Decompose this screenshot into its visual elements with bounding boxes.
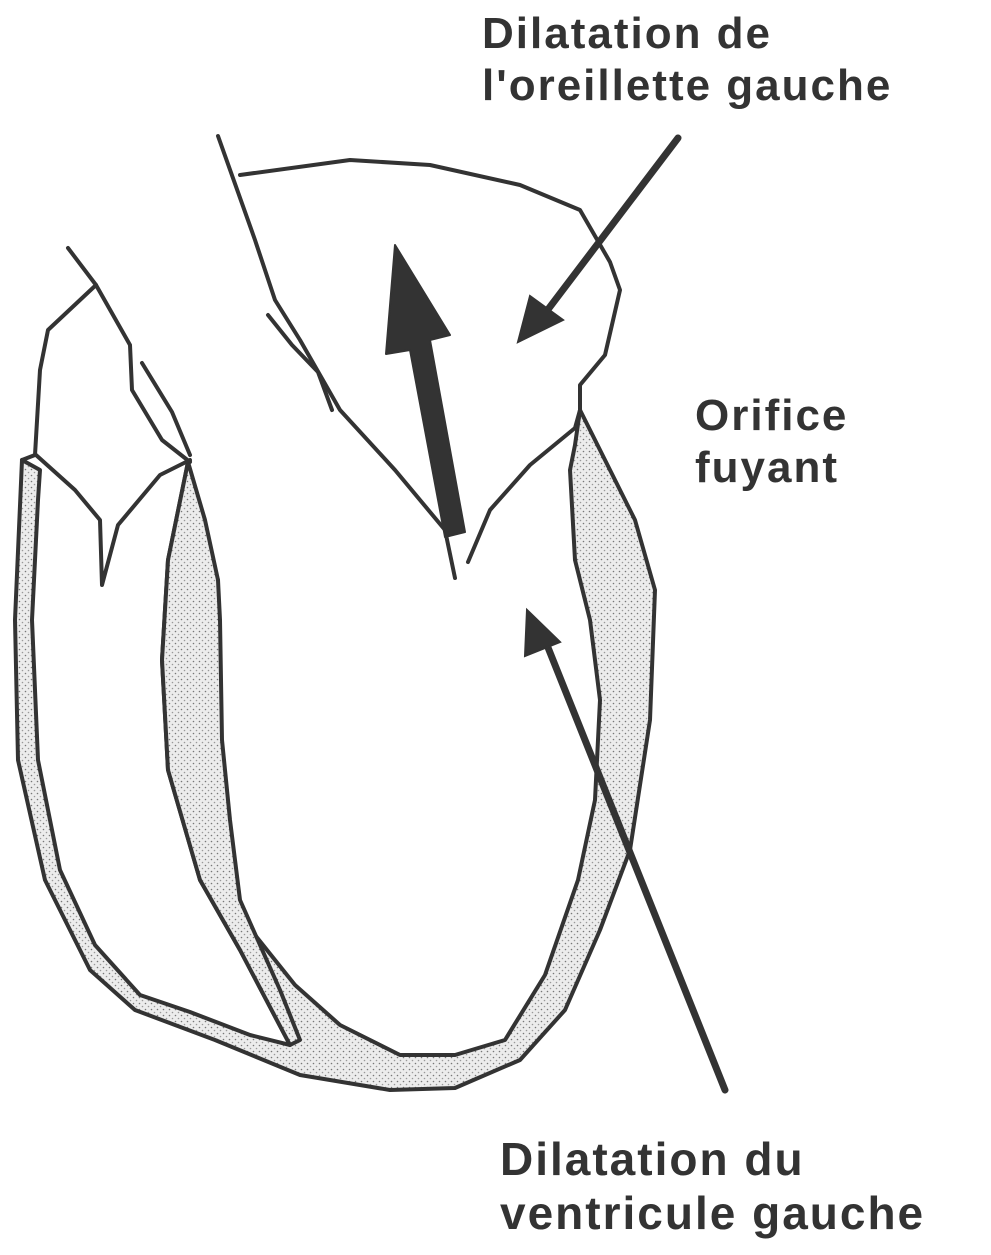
right-atrium-outline — [22, 248, 96, 460]
label-left-ventricle-dilation: Dilatation du ventricule gauche — [500, 1132, 925, 1241]
left-ventricle-pointer-head — [525, 610, 560, 656]
right-atrium-wall — [96, 285, 190, 462]
septum — [162, 462, 300, 1045]
left-atrium-pointer — [540, 138, 678, 320]
label-leaking-orifice: Orifice fuyant — [695, 390, 848, 494]
pulmonary-vein — [268, 315, 332, 410]
outer-heart-wall — [15, 410, 655, 1090]
label-left-atrium-dilation: Dilatation de l'oreillette gauche — [482, 8, 892, 112]
regurgitation-arrow — [386, 245, 465, 537]
mitral-leaflet — [468, 410, 580, 562]
